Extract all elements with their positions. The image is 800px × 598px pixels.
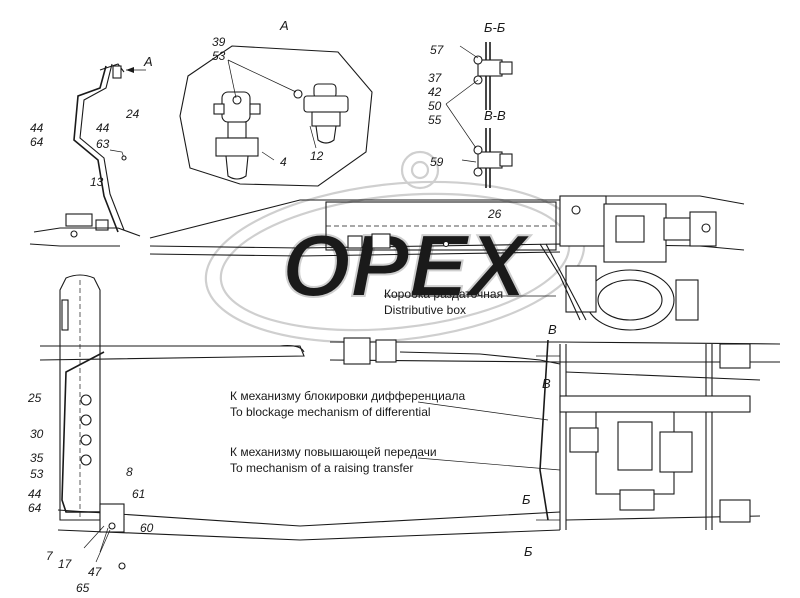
callout-63: 63	[96, 137, 110, 151]
callout-44-a: 44	[30, 121, 44, 135]
caption-transfer-box-ru: Коробка раздаточная	[384, 287, 503, 301]
callout-57: 57	[430, 43, 445, 57]
view-a-title: A	[279, 18, 289, 33]
callout-39: 39	[212, 35, 226, 49]
callout-64-a: 64	[30, 135, 44, 149]
frame-front-plan	[39, 274, 561, 570]
cut-b-label-1: Б	[522, 492, 531, 507]
callout-4: 4	[280, 155, 287, 169]
callout-50: 50	[428, 99, 442, 113]
callout-55: 55	[428, 113, 442, 127]
caption-raising-en: To mechanism of a raising transfer	[230, 461, 413, 475]
sections-bb-vv	[445, 42, 513, 188]
callout-24: 24	[125, 107, 140, 121]
cut-v-label-1: В	[548, 322, 557, 337]
callout-25: 25	[27, 391, 42, 405]
callout-17: 17	[58, 557, 73, 571]
caption-leaders	[384, 295, 561, 471]
callout-53-b: 53	[30, 467, 44, 481]
callout-64-b: 64	[28, 501, 42, 515]
callout-12: 12	[310, 149, 324, 163]
section-vv-title: В-В	[484, 108, 506, 123]
labels: A A Б-Б В-В В В Б Б 39 53 4 12 57 37 42 …	[27, 18, 557, 595]
callout-61: 61	[132, 487, 145, 501]
callout-37: 37	[428, 71, 443, 85]
callout-59: 59	[430, 155, 444, 169]
callout-8: 8	[126, 465, 133, 479]
frame-side-view-top	[149, 195, 745, 331]
callout-7: 7	[46, 549, 54, 563]
arrow-a-label: A	[143, 54, 153, 69]
callout-42: 42	[428, 85, 442, 99]
callout-35: 35	[30, 451, 44, 465]
view-a-detail	[179, 45, 373, 187]
callout-65: 65	[76, 581, 90, 595]
callout-44-b: 44	[96, 121, 110, 135]
cut-b-label-2: Б	[524, 544, 533, 559]
callout-13: 13	[90, 175, 104, 189]
callout-44-c: 44	[28, 487, 42, 501]
callout-47: 47	[88, 565, 103, 579]
cut-v-label-2: В	[542, 376, 551, 391]
watermark-text: OPEX	[282, 216, 532, 315]
callout-53: 53	[212, 49, 226, 63]
watermark: OPEX	[204, 150, 586, 344]
callout-60: 60	[140, 521, 154, 535]
caption-transfer-box-en: Distributive box	[384, 303, 466, 317]
caption-diff-lock-en: To blockage mechanism of differential	[230, 405, 431, 419]
callout-30: 30	[30, 427, 44, 441]
bracket-assembly-topleft	[29, 63, 146, 247]
frame-rear-plan	[329, 337, 781, 530]
callout-26: 26	[487, 207, 502, 221]
caption-raising-ru: К механизму повышающей передачи	[230, 445, 437, 459]
section-bb-title: Б-Б	[484, 20, 506, 35]
caption-diff-lock-ru: К механизму блокировки дифференциала	[230, 389, 466, 403]
